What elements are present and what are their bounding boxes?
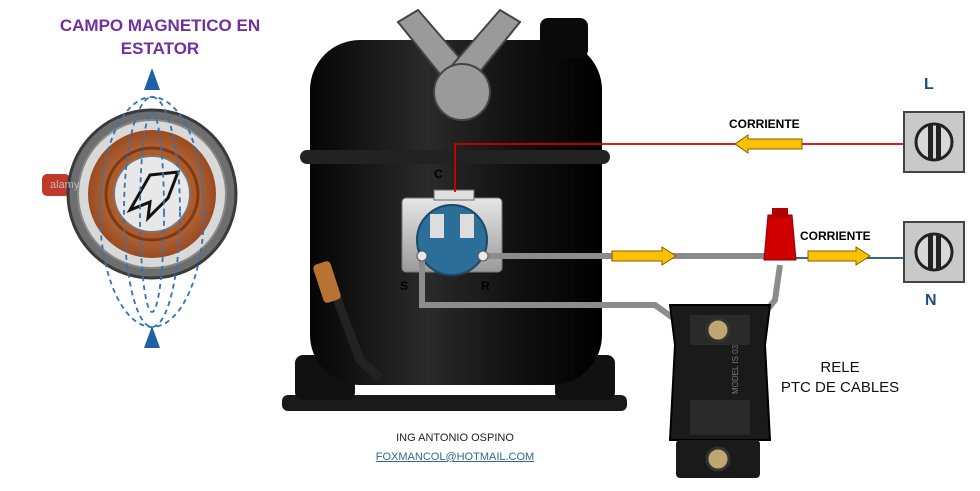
author-name: ING ANTONIO OSPINO: [396, 432, 514, 444]
terminal-n: [903, 221, 965, 283]
stator-red-cap: [42, 174, 70, 196]
terminal-s-label: S: [400, 279, 409, 293]
terminal-l-label: L: [924, 76, 934, 93]
relay-top-hole: [705, 317, 731, 343]
relay-caption: RELE PTC DE CABLES: [770, 358, 910, 398]
rotor-bore: [113, 155, 191, 233]
current-arrow-left-icon: [734, 134, 803, 154]
screw-l-icon: [914, 122, 954, 162]
terminal-connector: [416, 204, 488, 276]
relay-caption-line2: PTC DE CABLES: [780, 379, 900, 396]
screw-n-icon: [914, 232, 954, 272]
relay-caption-line1: RELE: [820, 359, 860, 376]
author-email-link[interactable]: FOXMANCOL@HOTMAIL.COM: [375, 451, 535, 463]
rotor-shape: [126, 170, 181, 223]
terminal-r-label: R: [481, 279, 490, 293]
compressor-base: [282, 395, 627, 411]
relay-model-text: MODEL IS 03: [731, 344, 740, 394]
stator-illustration: alamy: [42, 68, 238, 348]
terminal-c-label: C: [434, 167, 443, 181]
terminal-n-label: N: [925, 292, 937, 309]
compressor-tubes: [396, 8, 588, 121]
copper-pipe: [313, 261, 341, 303]
current-arrow-right-icon: [611, 246, 677, 266]
watermark-text: alamy: [50, 179, 80, 191]
diagram-title: CAMPO MAGNETICO EN ESTATOR: [59, 16, 261, 58]
compressor-illustration: [282, 8, 627, 411]
wire-nut: [763, 214, 797, 261]
current-arrows: [611, 134, 871, 266]
ptc-relay: MODEL IS 03: [668, 304, 772, 478]
field-arrow-up-icon: [144, 68, 160, 90]
current-arrow-right-2-icon: [807, 246, 871, 266]
terminal-l: [903, 111, 965, 173]
field-arrow-up-bottom-icon: [144, 326, 160, 348]
corriente-label-bottom: CORRIENTE: [800, 229, 871, 243]
corriente-label-top: CORRIENTE: [729, 117, 800, 131]
